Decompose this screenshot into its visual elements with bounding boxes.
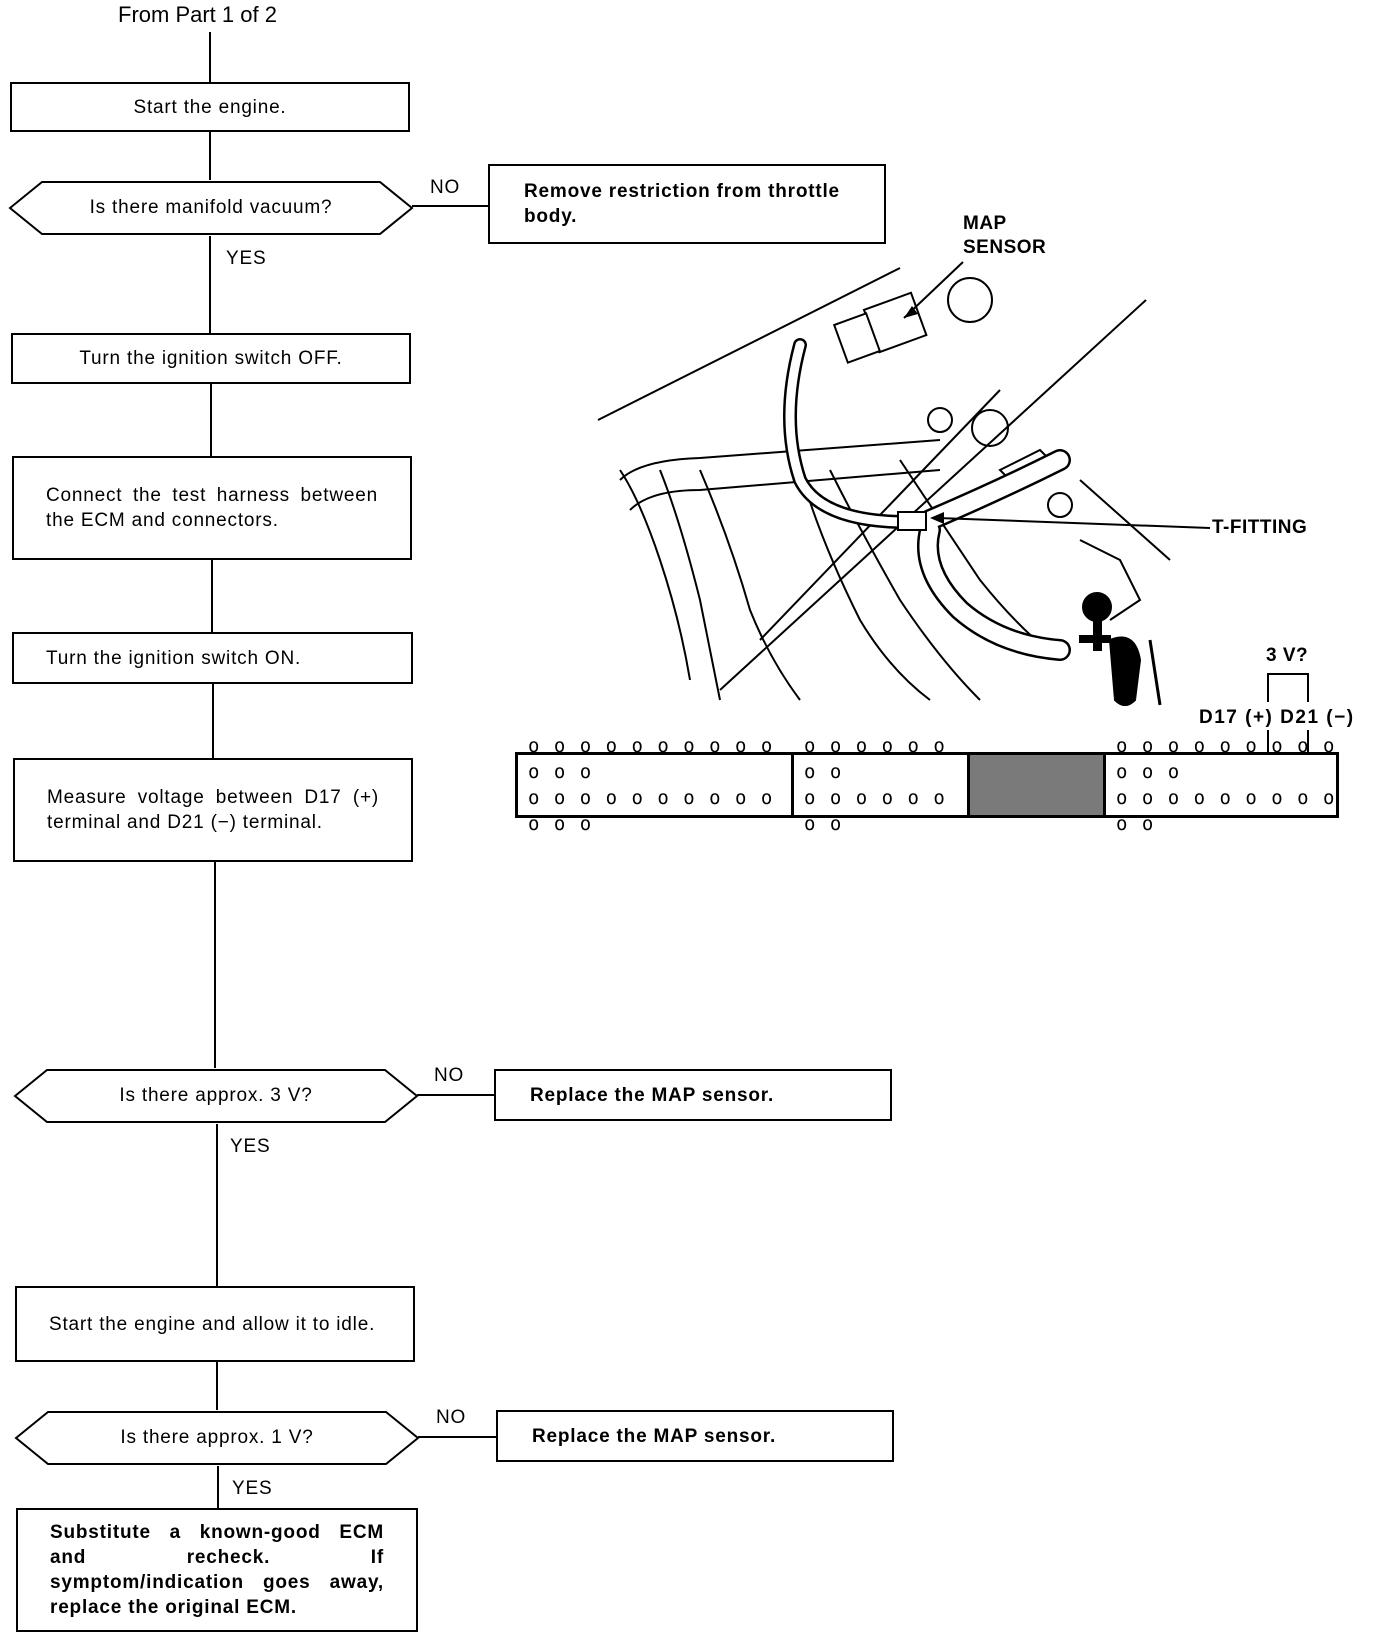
connector-segment-d: o o o o o o o o o o o o o o o o o o o o … <box>1116 735 1336 835</box>
decision-approx-3v: Is there approx. 3 V? <box>119 1085 313 1106</box>
t-fitting-label: T-FITTING <box>1212 517 1308 538</box>
action-substitute-ecm: Substitute a known-good ECM and recheck.… <box>16 1508 418 1632</box>
connector-segment-a: o o o o o o o o o o o o o o o o o o o o … <box>518 735 794 835</box>
t-fitting-body <box>897 511 927 531</box>
step-ignition-on: Turn the ignition switch ON. <box>12 632 413 684</box>
yes-label: YES <box>226 248 267 269</box>
decision-manifold-vacuum: Is there manifold vacuum? <box>89 197 333 218</box>
from-part-label: From Part 1 of 2 <box>118 2 277 27</box>
voltage-query-label: 3 V? <box>1266 645 1309 666</box>
step-start-idle: Start the engine and allow it to idle. <box>15 1286 415 1362</box>
action-replace-map-sensor: Replace the MAP sensor. <box>494 1069 892 1121</box>
step-measure-voltage: Measure voltage between D17 (+) terminal… <box>13 758 413 862</box>
connector-segment-shaded <box>970 755 1106 815</box>
ecm-connector: o o o o o o o o o o o o o o o o o o o o … <box>515 735 1339 835</box>
step-start-engine: Start the engine. <box>10 82 410 132</box>
no-label: NO <box>436 1407 467 1428</box>
yes-label: YES <box>230 1136 271 1157</box>
decision-approx-1v: Is there approx. 1 V? <box>120 1427 314 1448</box>
no-label: NO <box>430 177 461 198</box>
map-sensor-label: MAP SENSOR <box>963 213 1047 258</box>
terminal-label: D17 (+) D21 (−) <box>1199 707 1355 728</box>
connector-segment-b: o o o o o o o o o o o o o o o o <box>794 735 970 835</box>
action-replace-map-sensor: Replace the MAP sensor. <box>496 1410 894 1462</box>
step-connect-harness: Connect the test harness between the ECM… <box>12 456 412 560</box>
yes-label: YES <box>232 1478 273 1499</box>
action-remove-restriction: Remove restriction from throttle body. <box>488 164 886 244</box>
vacuum-pump-icon <box>1079 592 1162 706</box>
no-label: NO <box>434 1065 465 1086</box>
step-ignition-off: Turn the ignition switch OFF. <box>11 333 411 384</box>
